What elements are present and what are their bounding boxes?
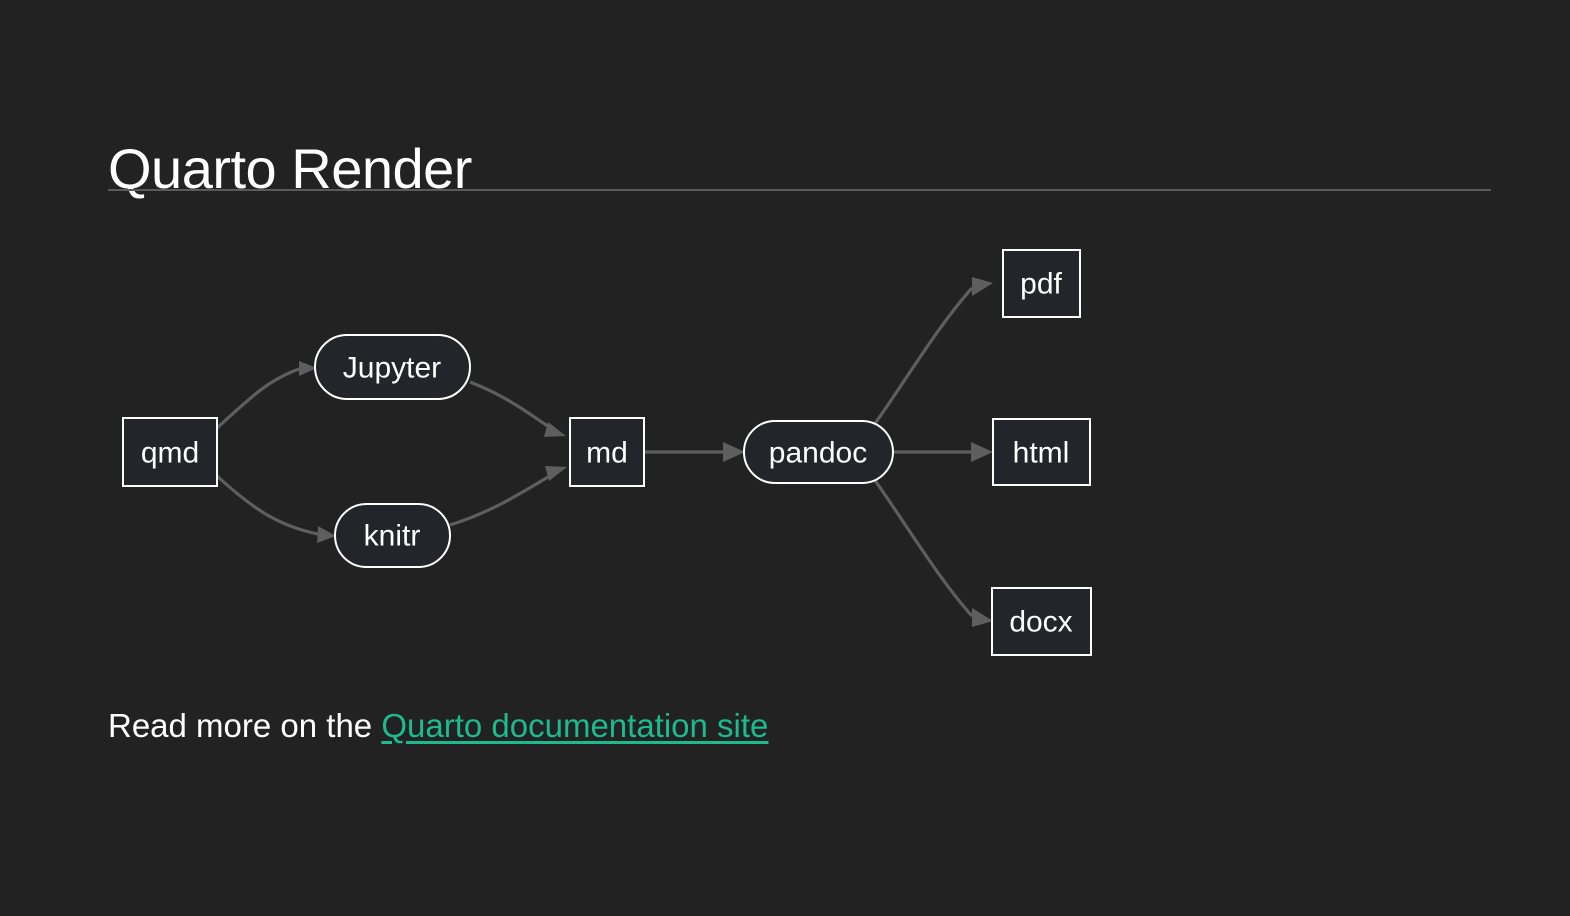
node-label: md	[586, 437, 628, 470]
node-shape	[991, 587, 1092, 656]
node-shape	[314, 334, 471, 400]
node-shape	[992, 418, 1091, 486]
node-label: html	[1013, 437, 1070, 470]
arrowhead-icon	[545, 466, 567, 481]
edge-path	[449, 472, 554, 527]
arrowhead-icon	[972, 277, 993, 296]
node-shape	[1002, 249, 1081, 318]
node-label: docx	[1009, 606, 1072, 639]
node-label: qmd	[141, 437, 199, 470]
arrowhead-icon	[317, 526, 336, 543]
node-jupyter[interactable]: Jupyter	[314, 334, 471, 400]
node-shape	[569, 417, 645, 487]
node-shape	[743, 420, 894, 484]
edge-path	[872, 478, 974, 618]
page-title: Quarto Render	[108, 136, 472, 200]
node-docx[interactable]: docx	[991, 587, 1092, 656]
edge-path	[469, 380, 553, 431]
node-pdf[interactable]: pdf	[1002, 249, 1081, 318]
edge-pandoc-to-docx	[872, 478, 993, 627]
node-label: Jupyter	[343, 352, 441, 385]
footer-paragraph: Read more on the Quarto documentation si…	[108, 705, 768, 748]
edge-pandoc-to-pdf	[872, 277, 993, 426]
quarto-documentation-link[interactable]: Quarto documentation site	[381, 707, 769, 744]
quarto-render-flowchart: qmd Jupyter knitr md pandoc pdf	[0, 220, 1570, 660]
arrowhead-icon	[544, 422, 566, 437]
edge-knitr-to-md	[449, 466, 567, 527]
node-html[interactable]: html	[992, 418, 1091, 486]
flowchart-svg: qmd Jupyter knitr md pandoc pdf	[122, 249, 1092, 656]
footer-lead-text: Read more on the	[108, 707, 382, 744]
node-shape	[334, 503, 451, 568]
node-qmd[interactable]: qmd	[122, 417, 218, 487]
edge-path	[215, 474, 319, 536]
node-label: pandoc	[769, 437, 867, 470]
arrowhead-icon	[723, 442, 745, 462]
edge-md-to-pandoc	[645, 442, 745, 462]
node-label: knitr	[364, 520, 421, 553]
arrowhead-icon	[971, 442, 993, 462]
node-md[interactable]: md	[569, 417, 645, 487]
node-shape	[122, 417, 218, 487]
node-pandoc[interactable]: pandoc	[743, 420, 894, 484]
edge-jupyter-to-md	[469, 380, 566, 437]
edge-group	[215, 277, 993, 627]
arrowhead-icon	[972, 608, 993, 627]
edge-qmd-to-knitr	[215, 474, 336, 543]
edge-path	[215, 367, 300, 430]
edge-qmd-to-jupyter	[215, 361, 317, 430]
node-label: pdf	[1020, 268, 1062, 301]
title-divider	[108, 189, 1491, 191]
node-knitr[interactable]: knitr	[334, 503, 451, 568]
arrowhead-icon	[299, 361, 317, 376]
edge-path	[872, 286, 974, 426]
edge-pandoc-to-html	[894, 442, 993, 462]
